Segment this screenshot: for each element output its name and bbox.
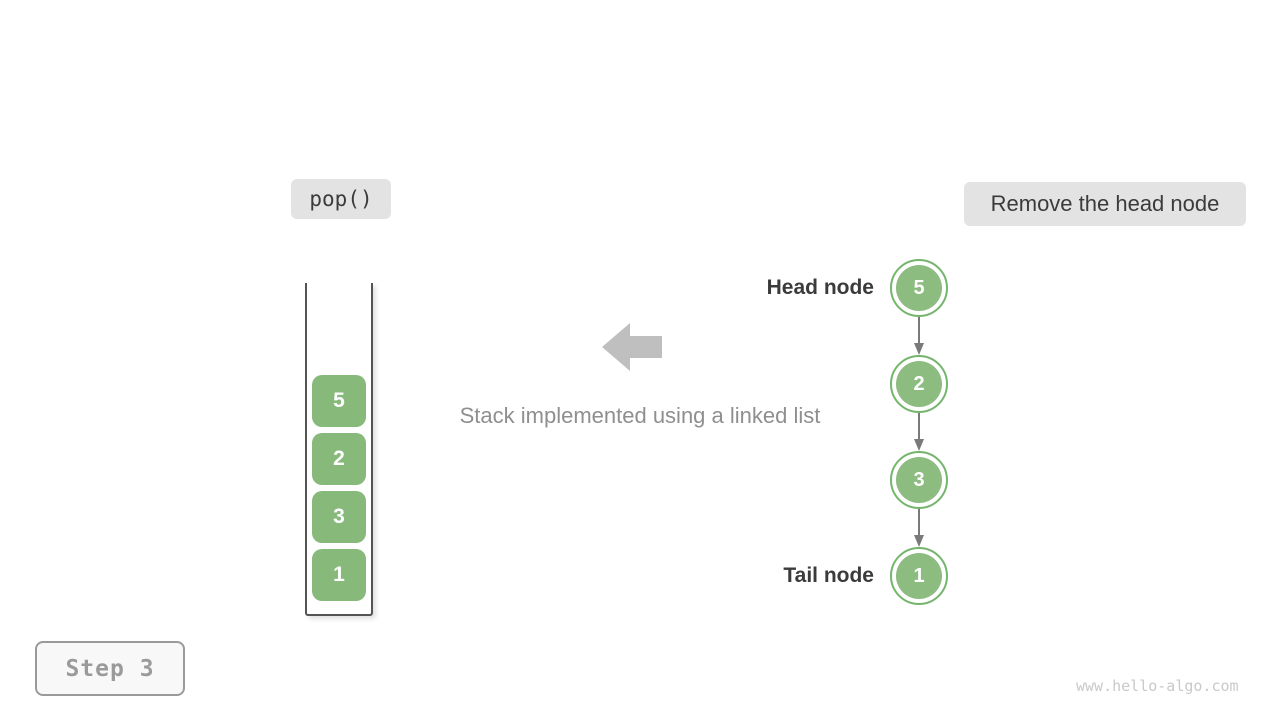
stack-item: 2: [312, 433, 366, 485]
linked-list-node: 5: [890, 259, 948, 317]
linked-list-node-value: 3: [896, 457, 942, 503]
down-arrow-icon: [914, 413, 924, 451]
stack-item: 5: [312, 375, 366, 427]
down-arrow-icon: [914, 509, 924, 547]
action-label-text: Remove the head node: [990, 191, 1220, 216]
down-arrow-icon: [914, 317, 924, 355]
linked-list-node: 3: [890, 451, 948, 509]
step-indicator: Step 3: [35, 641, 185, 696]
stack-item: 3: [312, 491, 366, 543]
stack-item: 1: [312, 549, 366, 601]
step-indicator-text: Step 3: [65, 655, 155, 682]
watermark: www.hello-algo.com: [1076, 677, 1239, 695]
head-node-label: Head node: [766, 276, 874, 299]
linked-list-node: 2: [890, 355, 948, 413]
tail-node-label: Tail node: [783, 564, 874, 587]
action-label: Remove the head node: [964, 182, 1246, 226]
operation-label-text: pop(): [309, 187, 373, 211]
linked-list-node-value: 5: [896, 265, 942, 311]
linked-list-node-value: 1: [896, 553, 942, 599]
stack-container: 5 2 3 1: [305, 283, 373, 616]
diagram-caption: Stack implemented using a linked list: [459, 403, 821, 428]
linked-list-node-value: 2: [896, 361, 942, 407]
operation-label: pop(): [291, 179, 391, 219]
left-block-arrow-icon: [602, 323, 662, 371]
linked-list-node: 1: [890, 547, 948, 605]
